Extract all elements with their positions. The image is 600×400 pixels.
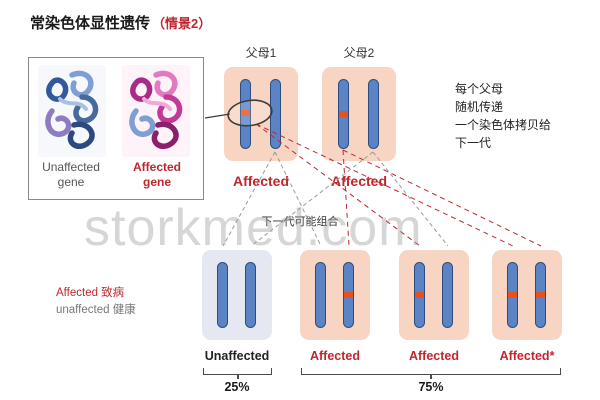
gene-legend-box: Unaffected gene Affected gene — [28, 57, 204, 200]
chromosome-affected — [343, 262, 354, 328]
offspring1-status: Unaffected — [204, 349, 270, 363]
bracket-unaffected — [203, 368, 272, 375]
title-scenario: （情景2） — [152, 16, 212, 31]
parent1-label: 父母1 — [245, 46, 277, 60]
chromosome-normal — [245, 262, 256, 328]
unaffected-gene-label-line1: Unaffected — [42, 160, 100, 174]
affected-gene-label-line1: Affected — [132, 160, 181, 174]
chromosome-normal — [217, 262, 228, 328]
next-generation-label: 下一代可能组合 — [245, 213, 355, 229]
offspring3-card — [399, 250, 469, 340]
parent2-status: Affected — [330, 173, 387, 189]
unaffected-gene-label-line2: gene — [57, 175, 85, 189]
affected-band — [241, 109, 250, 116]
affected-gene-label: Affected gene — [117, 160, 197, 190]
color-legend: Affected 致病 unaffected 健康 — [56, 285, 136, 320]
offspring4-card — [492, 250, 562, 340]
affected-band — [508, 291, 517, 298]
percent-affected: 75% — [418, 380, 444, 394]
chromosome-affected — [338, 79, 349, 149]
legend-affected: Affected 致病 — [56, 287, 125, 299]
chromosome-affected — [414, 262, 425, 328]
inheritance-note: 每个父母 随机传递 一个染色体拷贝给 下一代 — [455, 80, 590, 152]
unaffected-inheritance-lines — [222, 151, 449, 247]
parent2-label: 父母2 — [343, 46, 375, 60]
offspring3-status: Affected — [408, 349, 459, 363]
note-line2: 随机传递 — [455, 100, 504, 114]
page-title: 常染色体显性遗传（情景2） — [30, 12, 211, 33]
unaffected-gene-image — [38, 65, 106, 157]
note-line3: 一个染色体拷贝给 — [455, 118, 552, 132]
chromosome-affected — [507, 262, 518, 328]
bracket-affected — [301, 368, 561, 375]
offspring4-status: Affected* — [499, 349, 555, 363]
parent2-card — [322, 67, 396, 161]
bracket-tick — [430, 375, 432, 379]
bracket-tick — [237, 375, 239, 379]
chromosome-normal — [315, 262, 326, 328]
chromosome-normal — [270, 79, 281, 149]
parent1-card — [224, 67, 298, 161]
affected-band — [339, 110, 348, 117]
legend-unaffected: unaffected 健康 — [56, 304, 136, 317]
affected-band — [344, 291, 353, 298]
offspring2-status: Affected — [309, 349, 360, 363]
chromosome-affected — [535, 262, 546, 328]
percent-unaffected: 25% — [224, 380, 250, 394]
affected-gene-label-line2: gene — [142, 175, 171, 189]
offspring2-card — [300, 250, 370, 340]
title-main: 常染色体显性遗传 — [30, 15, 151, 32]
offspring1-card — [202, 250, 272, 340]
note-line1: 每个父母 — [455, 82, 504, 96]
chromosome-normal — [368, 79, 379, 149]
note-line4: 下一代 — [455, 136, 492, 150]
unaffected-gene-label: Unaffected gene — [31, 160, 111, 190]
affected-band — [536, 291, 545, 298]
chromosome-normal — [442, 262, 453, 328]
chromosome-affected — [240, 79, 251, 149]
affected-band — [415, 291, 424, 298]
parent1-status: Affected — [232, 173, 289, 189]
affected-gene-image — [122, 65, 190, 157]
